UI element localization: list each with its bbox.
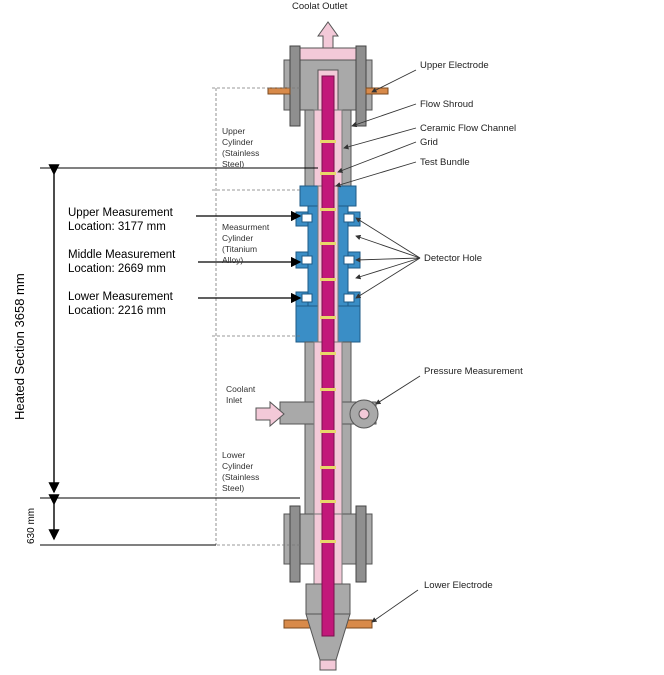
ceramic-flow-channel-label: Ceramic Flow Channel bbox=[420, 123, 516, 134]
grid-spacers bbox=[320, 140, 336, 543]
lower-measurement-location: Location: 2216 mm bbox=[68, 305, 166, 317]
test-bundle-label: Test Bundle bbox=[420, 157, 470, 168]
middle-measurement-location: Location: 2669 mm bbox=[68, 263, 166, 275]
section-dividers bbox=[212, 87, 300, 546]
upper-cylinder-label-2: (Stainless bbox=[222, 148, 259, 158]
lower-electrode-label: Lower Electrode bbox=[424, 580, 493, 591]
flow-shroud-label: Flow Shroud bbox=[420, 99, 473, 110]
upper-cylinder-label-1: Cylinder bbox=[222, 137, 253, 147]
measurement-arrows bbox=[196, 210, 302, 304]
upper-measurement-location: Location: 3177 mm bbox=[68, 221, 166, 233]
lower-cylinder-label-1: Cylinder bbox=[222, 461, 253, 471]
coolant-inlet-label-1: Inlet bbox=[226, 395, 243, 405]
coolant-outlet-label: Coolat Outlet bbox=[292, 1, 348, 12]
test-bundle bbox=[321, 75, 335, 637]
coolant-outlet-arrow bbox=[317, 21, 339, 49]
lower-measurement-name: Lower Measurement bbox=[68, 291, 174, 303]
pressure-measurement-label: Pressure Measurement bbox=[424, 366, 523, 377]
measurement-cylinder-label-1: Cylinder bbox=[222, 233, 253, 243]
upper-cylinder-label-0: Upper bbox=[222, 126, 245, 136]
heated-section-dimension bbox=[40, 164, 318, 546]
upper-cylinder-label-3: Steel) bbox=[222, 159, 244, 169]
leader-lines bbox=[335, 69, 421, 623]
grid-label: Grid bbox=[420, 137, 438, 148]
lower-electrode bbox=[283, 613, 373, 671]
measurement-cylinder-label-0: Measurment bbox=[222, 222, 270, 232]
lower-cylinder-label-2: (Stainless bbox=[222, 472, 259, 482]
middle-measurement-name: Middle Measurement bbox=[68, 249, 176, 261]
pressure-port bbox=[349, 399, 379, 429]
coolant-inlet-label-0: Coolant bbox=[226, 384, 256, 394]
detector-holes bbox=[301, 213, 355, 303]
measurement-cylinder-label-2: (Titanium bbox=[222, 244, 257, 254]
upper-electrode-label: Upper Electrode bbox=[420, 60, 489, 71]
heated-section-label: Heated Section 3658 mm bbox=[12, 273, 27, 420]
detector-hole-label: Detector Hole bbox=[424, 253, 482, 264]
coolant-inlet-arrow bbox=[255, 400, 285, 428]
lower-cylinder-label-0: Lower bbox=[222, 450, 245, 460]
upper-measurement-name: Upper Measurement bbox=[68, 207, 174, 219]
measurement-cylinder-label-3: Alloy) bbox=[222, 255, 243, 265]
lower-cylinder-label-3: Steel) bbox=[222, 483, 244, 493]
lower-length-label: 630 mm bbox=[26, 508, 37, 544]
